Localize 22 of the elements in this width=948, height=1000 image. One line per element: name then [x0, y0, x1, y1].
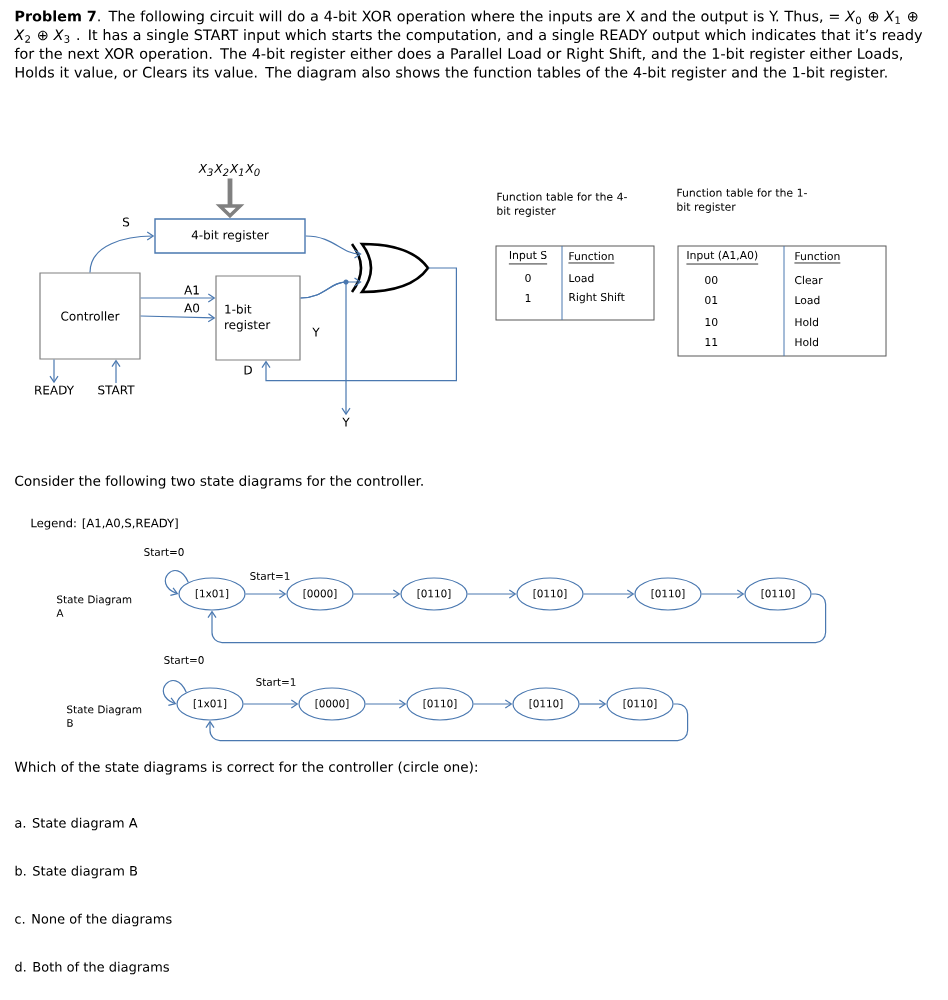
- arrow: [205, 703, 689, 742]
- arrow: [467, 589, 517, 599]
- arrow: [579, 699, 607, 709]
- arrow: [140, 293, 216, 303]
- arrow: [140, 313, 216, 323]
- loop-arrow: [164, 570, 189, 596]
- xor-gate: [350, 242, 430, 294]
- arrow: [89, 231, 155, 273]
- arrow: [111, 359, 121, 384]
- arrow: [207, 593, 827, 644]
- arrow: [365, 699, 407, 709]
- arrow: [353, 589, 401, 599]
- arrow: [245, 589, 287, 599]
- arrow: [49, 359, 59, 384]
- arrow: [300, 281, 351, 416]
- arrow: [305, 235, 362, 259]
- arrow: [473, 699, 513, 709]
- arrow: [243, 699, 299, 709]
- arrow: [701, 589, 745, 599]
- arrow: [583, 589, 635, 599]
- loop-arrow: [162, 680, 187, 706]
- arrow: [261, 267, 457, 382]
